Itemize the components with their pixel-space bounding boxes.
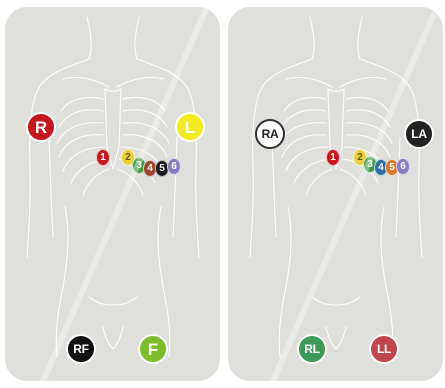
lead-v1: 1: [96, 149, 110, 166]
lead-ll: LL: [369, 334, 399, 364]
lead-r: R: [26, 112, 56, 142]
lead-v6: 6: [167, 158, 181, 175]
lead-la: LA: [404, 119, 434, 149]
lead-ra: RA: [255, 119, 285, 149]
lead-rf: RF: [66, 334, 96, 364]
lead-rl: RL: [297, 334, 327, 364]
lead-v1: 1: [326, 149, 340, 166]
lead-f: F: [138, 334, 168, 364]
ecg-diagram-panel-right: RA LA RL LL 1 2 3 4 5 6: [228, 7, 443, 381]
torso-outline: [5, 7, 220, 381]
ecg-diagram-panel-left: R L RF F 1 2 3 4 5 6: [5, 7, 220, 381]
lead-l: L: [175, 112, 205, 142]
torso-outline: [228, 7, 443, 381]
lead-v6: 6: [396, 158, 410, 175]
